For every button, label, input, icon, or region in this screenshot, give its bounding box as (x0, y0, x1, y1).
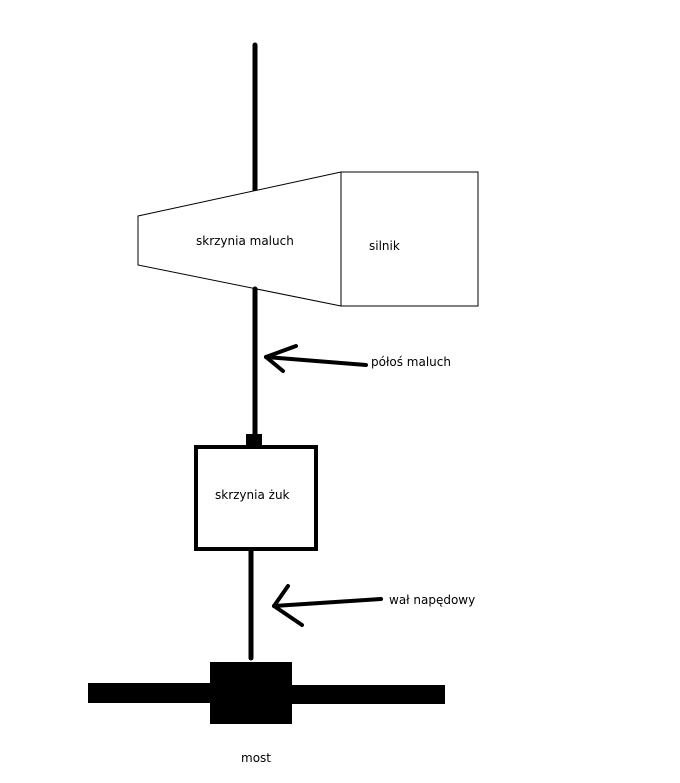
driveshaft-label: wał napędowy (389, 593, 475, 607)
axle-left-beam (88, 683, 212, 703)
axle-differential-block (210, 662, 292, 724)
axle-label: most (241, 751, 271, 765)
gearbox-zuk-shape (194, 445, 318, 551)
gearbox-zuk-label: skrzynia żuk (215, 488, 290, 502)
engine-label: silnik (369, 239, 400, 253)
halfshaft-maluch-label: półoś maluch (371, 355, 451, 369)
coupling-block (246, 434, 262, 448)
axle-right-beam (290, 685, 445, 704)
engine-shape (340, 171, 479, 307)
halfshaft-arrow (264, 344, 368, 373)
driveshaft-arrow (272, 584, 383, 627)
gearbox-maluch-label: skrzynia maluch (196, 234, 294, 248)
